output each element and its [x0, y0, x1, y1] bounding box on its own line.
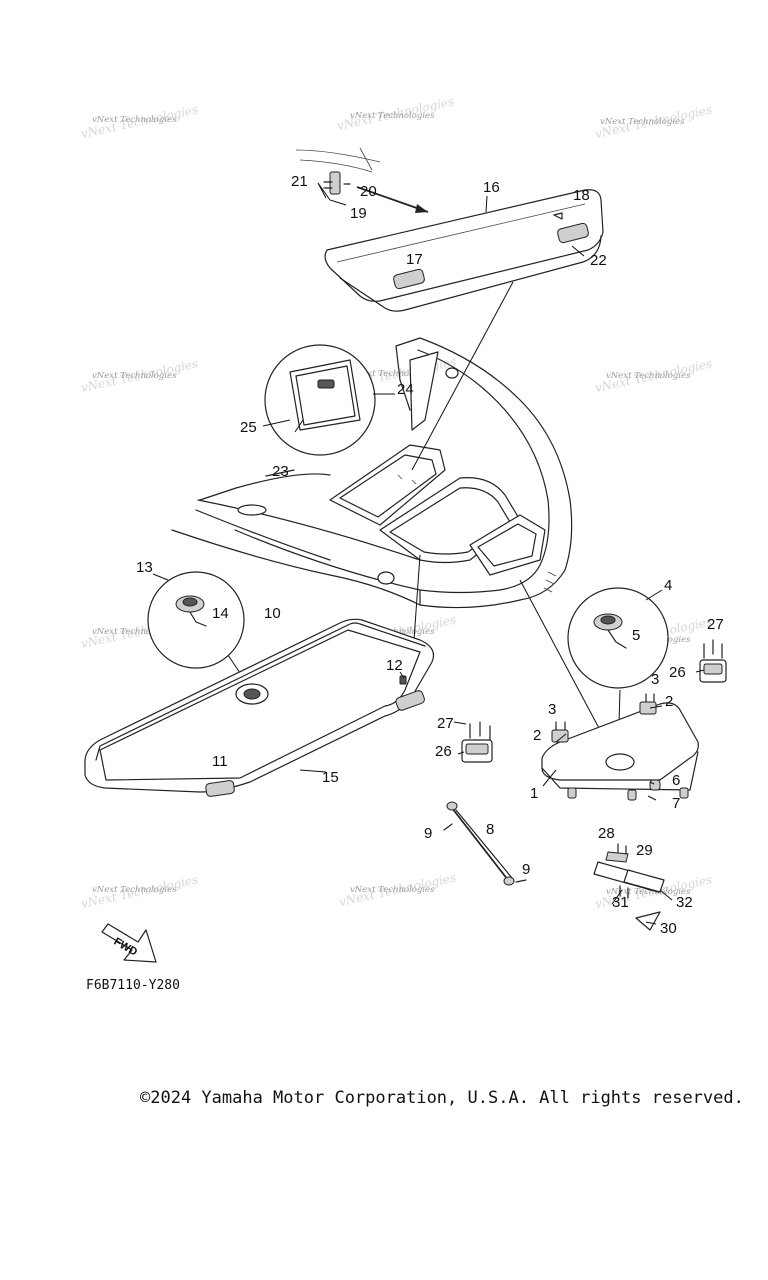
callout-17: 17	[406, 251, 423, 268]
callout-26: 26	[435, 743, 452, 760]
watermark: vNext Technologies	[606, 887, 691, 897]
watermark: vNext Technologies	[350, 885, 435, 895]
detail-circle-cap	[567, 587, 669, 689]
callout-8: 8	[486, 821, 494, 838]
callout-22: 22	[590, 252, 607, 269]
callout-29: 29	[636, 842, 653, 859]
callout-leaders	[152, 195, 705, 925]
callout-13: 13	[136, 559, 153, 576]
detail-circle-storage-door	[264, 344, 376, 456]
latch-assembly-right	[699, 639, 727, 683]
callout-1: 1	[530, 785, 538, 802]
callout-2: 2	[533, 727, 541, 744]
callout-26: 26	[669, 664, 686, 681]
callout-24: 24	[397, 381, 414, 398]
latch-assembly-left	[461, 721, 493, 763]
callouts: 1 2 2 3 3 4 5 6 7 8 9 9 10 11 12 13 14 1…	[136, 173, 724, 937]
watermark: vNext Technologies	[92, 627, 177, 637]
callout-5: 5	[632, 627, 640, 644]
callout-23: 23	[272, 463, 289, 480]
callout-2: 2	[665, 693, 673, 710]
fwd-arrow-icon: FWD	[101, 923, 157, 963]
watermark: vNext Technologies	[600, 117, 685, 127]
diagram-code: F6B7110-Y280	[86, 978, 180, 993]
glovebox-panel	[541, 693, 699, 801]
callout-6: 6	[672, 772, 680, 789]
watermark: vNext Technologies	[92, 885, 177, 895]
callout-31: 31	[612, 894, 629, 911]
callout-9: 9	[522, 861, 530, 878]
storage-lid-rear	[324, 189, 604, 312]
gas-strut	[593, 843, 665, 931]
callout-25: 25	[240, 419, 257, 436]
callout-11: 11	[212, 753, 228, 770]
copyright-notice: ©2024 Yamaha Motor Corporation, U.S.A. A…	[140, 1088, 744, 1108]
callout-27: 27	[707, 616, 724, 633]
strap	[443, 801, 527, 886]
callout-32: 32	[676, 894, 693, 911]
callout-12: 12	[386, 657, 403, 674]
watermark: vNext Technologies	[350, 369, 435, 379]
callout-7: 7	[672, 795, 680, 812]
fwd-label: FWD	[112, 936, 140, 959]
callout-20: 20	[360, 183, 377, 200]
callout-9: 9	[424, 825, 432, 842]
callout-18: 18	[573, 187, 590, 204]
callout-3: 3	[651, 671, 659, 688]
callout-3: 3	[548, 701, 556, 718]
hull-deck	[171, 337, 573, 609]
callout-28: 28	[598, 825, 615, 842]
callout-14: 14	[212, 605, 229, 622]
callout-15: 15	[322, 769, 339, 786]
hinge-detail	[295, 147, 429, 213]
front-storage-lid	[84, 618, 435, 797]
watermark: vNext Technologies	[350, 111, 435, 121]
callout-30: 30	[660, 920, 677, 937]
callout-27: 27	[437, 715, 454, 732]
callout-16: 16	[483, 179, 500, 196]
callout-10: 10	[264, 605, 281, 622]
detail-circle-drain-cap	[147, 571, 245, 669]
callout-4: 4	[664, 577, 672, 594]
watermark: vNext Technologies	[92, 115, 177, 125]
watermark: vNext Technologies	[606, 371, 691, 381]
callout-19: 19	[350, 205, 367, 222]
watermark: vNext Technologies	[92, 371, 177, 381]
callout-21: 21	[291, 173, 308, 190]
